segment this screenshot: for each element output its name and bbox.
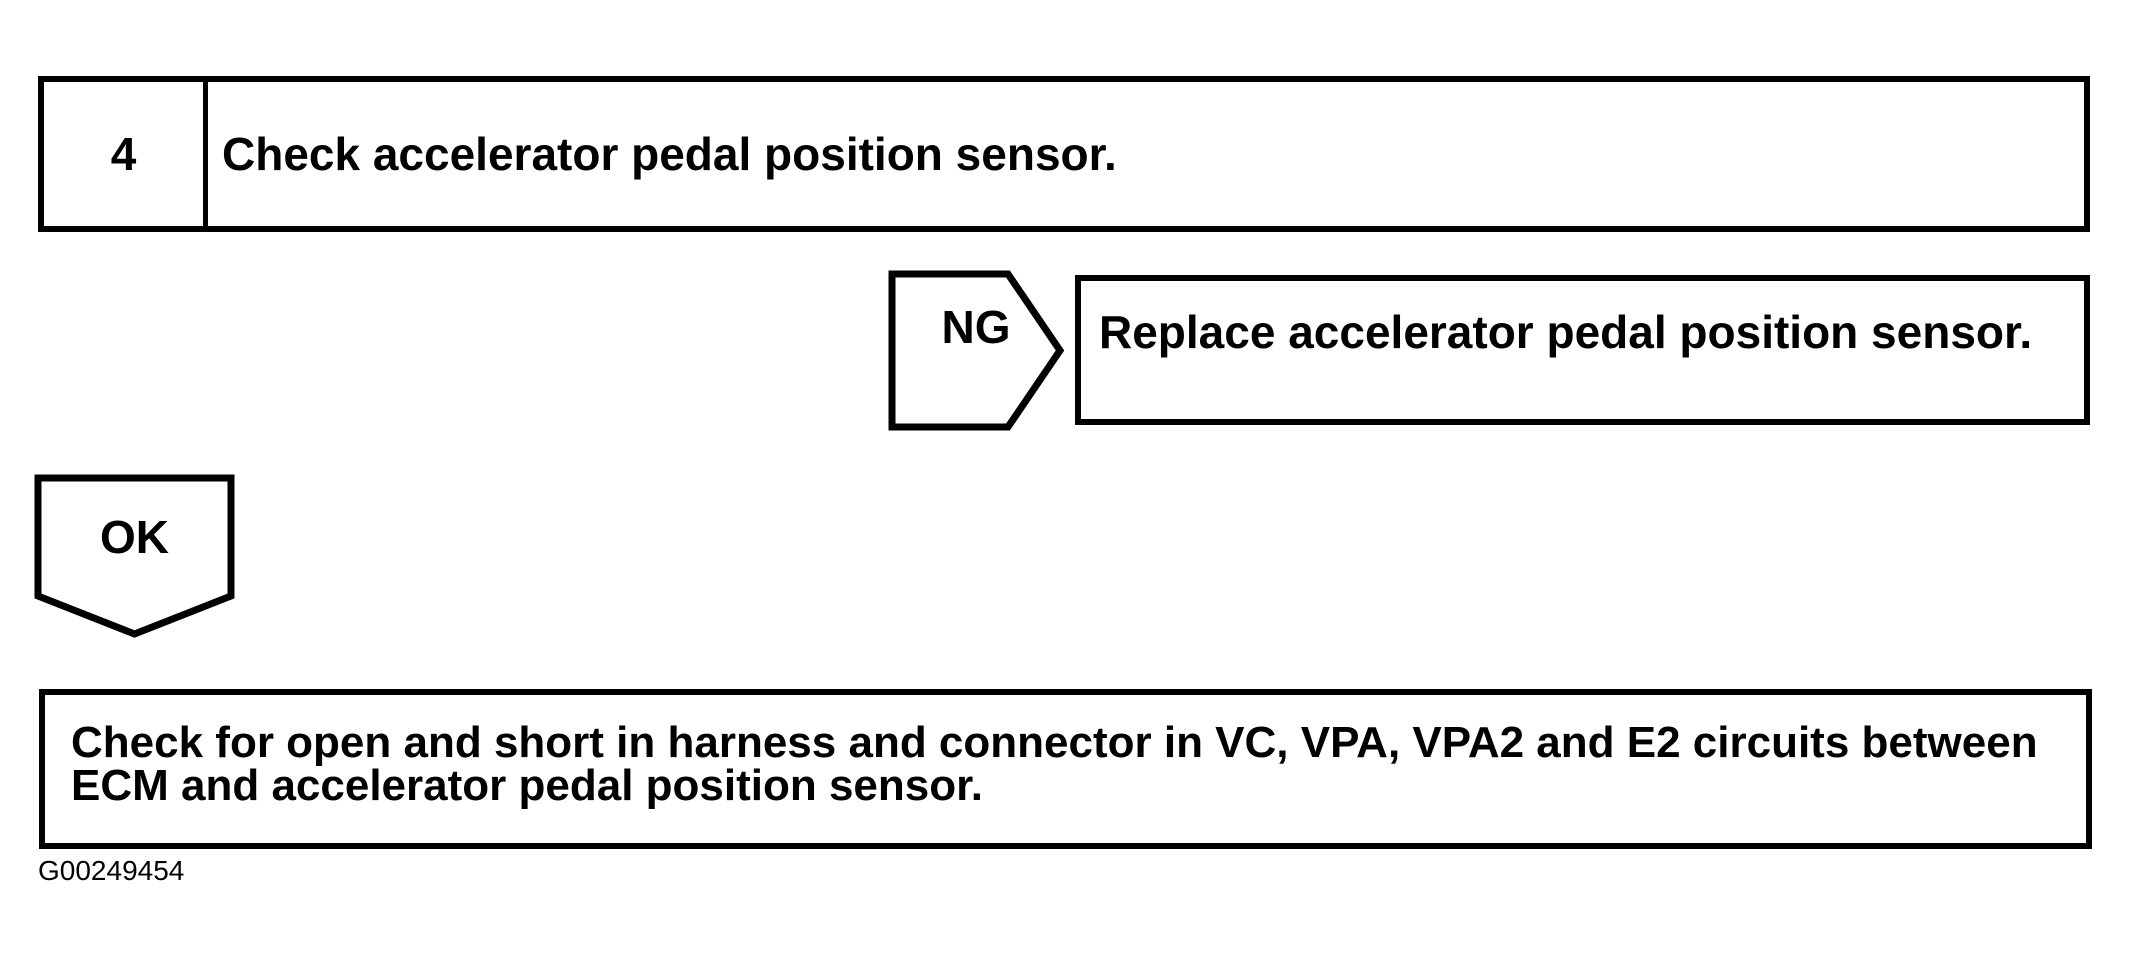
- step-box: 4 Check accelerator pedal position senso…: [38, 76, 2090, 232]
- step-number-cell: 4: [44, 82, 208, 226]
- ok-label: OK: [100, 511, 169, 563]
- figure-id: G00249454: [38, 855, 185, 886]
- ng-label: NG: [941, 301, 1011, 353]
- ok-arrow-pentagon: [34, 474, 235, 638]
- replace-action-box: Replace accelerator pedal position senso…: [1075, 275, 2090, 425]
- replace-action-text: Replace accelerator pedal position senso…: [1099, 306, 2033, 358]
- result-instruction: Check for open and short in harness and …: [71, 718, 2038, 810]
- ng-arrow-shape: [888, 270, 1064, 431]
- step-number: 4: [110, 128, 137, 180]
- step-instruction-cell: Check accelerator pedal position sensor.: [208, 82, 2084, 226]
- ok-arrow-shape: [34, 474, 235, 638]
- ng-arrow-pentagon: [888, 270, 1064, 431]
- step-instruction: Check accelerator pedal position sensor.: [222, 128, 1117, 180]
- result-box: Check for open and short in harness and …: [39, 689, 2092, 849]
